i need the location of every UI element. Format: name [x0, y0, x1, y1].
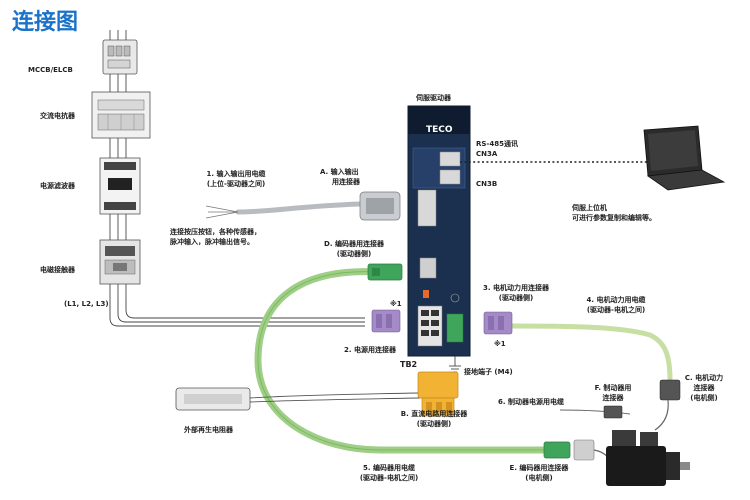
encoder-conn-motor-label-1: E. 编码器用连接器	[509, 464, 569, 472]
power-line	[109, 300, 365, 327]
io-desc-label-1: 连接按压按钮，各种传感器，	[170, 228, 261, 236]
dc-connector-label-1: B. 直流电路用连接器	[400, 410, 468, 418]
ac-reactor-label: 交流电抗器	[40, 112, 75, 120]
page-title: 连接图	[12, 10, 79, 35]
noise-filter-label: 电源滤波器	[40, 182, 75, 190]
brake-cable	[559, 409, 631, 415]
brake-connector-f	[603, 405, 623, 419]
tb2-label: TB2	[400, 360, 418, 369]
encoder-conn-drive-label-1: D. 编码器用连接器	[324, 240, 384, 248]
servo-drive-label: 伺服驱动器	[416, 94, 451, 102]
encoder-cable-label-2: (驱动器-电机之间)	[359, 474, 419, 482]
ac-reactor	[91, 91, 151, 139]
encoder-conn-motor-label-2: (电机侧)	[525, 474, 553, 482]
cn3a-label: CN3A	[476, 150, 498, 158]
io-cable-label-1: 1. 输入输出用电缆	[206, 170, 266, 178]
contactor-label: 电磁接触器	[40, 266, 75, 274]
laptop-icon	[643, 125, 726, 191]
ground-terminal-label: 接地端子 (M4)	[464, 368, 513, 376]
ground-symbol	[449, 356, 461, 373]
note-1b: ※1	[494, 340, 506, 348]
brake-cable-label: 6. 制动器电源用电缆	[498, 398, 564, 406]
mccb-label: MCCB/ELCB	[28, 66, 73, 74]
motor-power-cable-label-2: (驱动器-电机之间)	[586, 306, 646, 314]
regen-resistor	[175, 387, 251, 411]
regen-resistor-label: 外部再生电阻器	[184, 426, 233, 434]
motor-power-cable-label-1: 4. 电机动力用电缆	[586, 296, 646, 304]
dc-connector-label-2: (驱动器侧)	[416, 420, 452, 428]
io-desc-label-2: 脉冲输入，脉冲输出信号。	[170, 238, 254, 246]
encoder-connector-d	[367, 263, 403, 281]
rs485-label: RS-485通讯	[476, 140, 518, 148]
power-connector-label: 2. 电源用连接器	[344, 346, 396, 354]
pc-label-1: 伺服上位机	[572, 204, 607, 212]
encoder-cable	[254, 268, 549, 454]
io-connector-label-2: 用连接器	[332, 178, 360, 186]
servo-drive	[407, 105, 471, 357]
io-cable-label-2: (上位-驱动器之间)	[206, 180, 266, 188]
encoder-conn-drive-label-2: (驱动器侧)	[336, 250, 372, 258]
encoder-connector-e	[543, 439, 611, 461]
io-connector-a	[359, 191, 401, 221]
magnetic-contactor	[99, 239, 141, 285]
motor-power-motor-label-3: (电机侧)	[690, 394, 718, 402]
brand-logo: TECO	[426, 125, 453, 135]
motor-power-motor-label-1: C. 电机动力	[684, 374, 724, 382]
noise-filter	[99, 157, 141, 215]
regen-cable	[249, 392, 421, 403]
servo-motor	[606, 430, 690, 486]
pc-label-2: 可进行参数复制和编辑等。	[572, 214, 656, 222]
motor-power-cable	[509, 323, 673, 383]
dc-connector-b	[417, 371, 459, 417]
cn3b-label: CN3B	[476, 180, 498, 188]
io-cable	[205, 201, 363, 219]
power-connector-2	[371, 309, 401, 333]
note-1a: ※1	[390, 300, 402, 308]
motor-power-motor-label-2: 连接器	[693, 384, 715, 392]
motor-power-connector-3	[483, 311, 513, 335]
brake-connector-label-2: 连接器	[602, 394, 624, 402]
brake-connector-label-1: F. 制动器用	[594, 384, 632, 392]
motor-power-conn-label-1: 3. 电机动力用连接器	[483, 284, 549, 292]
motor-power-connector-c	[654, 379, 681, 431]
l123-label: (L1, L2, L3)	[64, 300, 109, 308]
mccb-breaker	[102, 39, 138, 75]
motor-power-conn-label-2: (驱动器侧)	[498, 294, 534, 302]
encoder-cable-label-1: 5. 编码器用电缆	[363, 464, 415, 472]
io-connector-label-1: A. 输入输出	[320, 168, 359, 176]
